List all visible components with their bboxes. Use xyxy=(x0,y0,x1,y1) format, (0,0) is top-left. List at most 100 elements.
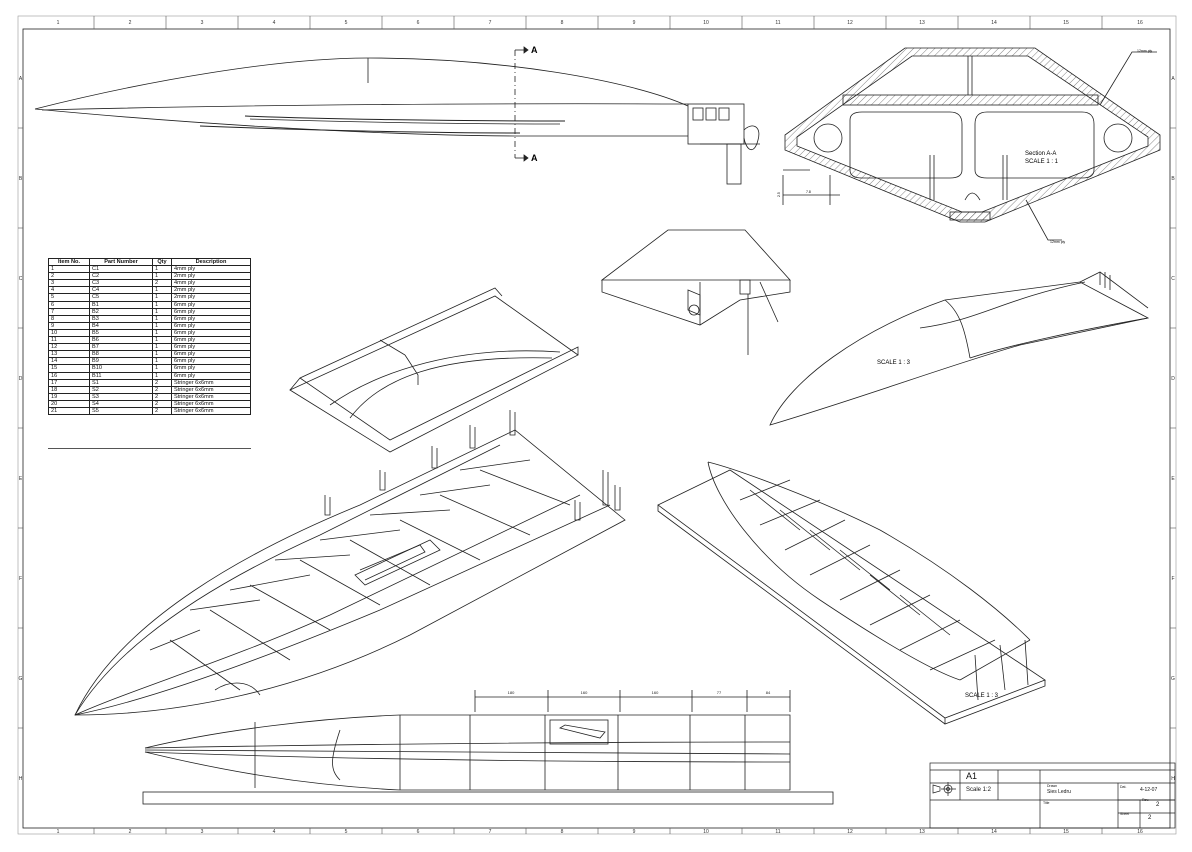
bom-cell-part-number: S3 xyxy=(89,392,153,401)
bom-header-qty: Qty xyxy=(152,258,172,267)
section-dim-vertical: 2.5 xyxy=(777,192,781,197)
section-marker-top: A xyxy=(531,45,538,55)
dimension-label: 160 xyxy=(652,690,659,695)
rev-value: 2 xyxy=(1156,802,1160,808)
bom-cell-item-no: 4 xyxy=(48,286,90,295)
drawn-by: Sies Ledru xyxy=(1047,789,1071,795)
hull-frame-view xyxy=(74,410,626,716)
zone-number-label: 2 xyxy=(129,20,132,26)
zone-number-label: 12 xyxy=(847,829,853,835)
deck-iso-view xyxy=(769,271,1150,426)
zone-letter-label: G xyxy=(1171,676,1175,682)
bom-cell-qty: 2 xyxy=(152,406,172,416)
bom-cell-qty: 2 xyxy=(152,385,172,394)
bom-cell-part-number: B10 xyxy=(89,364,153,373)
deck-rear-view xyxy=(600,229,791,355)
bom-cell-qty: 2 xyxy=(152,392,172,401)
bom-cell-part-number: S5 xyxy=(89,406,153,416)
bom-cell-qty: 1 xyxy=(152,328,172,338)
zone-number-label: 14 xyxy=(991,20,997,26)
title-label: Title xyxy=(1043,801,1050,805)
bom-cell-description: 6mm ply xyxy=(171,343,251,352)
bom-cell-part-number: B3 xyxy=(89,314,153,323)
zone-letter-label: F xyxy=(19,576,22,582)
bom-cell-qty: 1 xyxy=(152,321,172,330)
bom-cell-item-no: 1 xyxy=(48,265,90,274)
section-dim-horizontal: 7.8 xyxy=(806,190,811,194)
rev-label: Rev. xyxy=(1142,798,1149,802)
bom-cell-part-number: B9 xyxy=(89,357,153,366)
zone-number-label: 10 xyxy=(703,20,709,26)
zone-letter-label: A xyxy=(19,76,23,82)
frame-iso-scale: SCALE 1 : 3 xyxy=(965,693,999,699)
bom-cell-description: 6mm ply xyxy=(171,336,251,345)
zone-letter-label: C xyxy=(19,276,23,282)
zone-number-label: 12 xyxy=(847,20,853,26)
bom-cell-part-number: B1 xyxy=(89,300,153,309)
bom-cell-description: 6mm ply xyxy=(171,364,251,373)
bom-cell-item-no: 16 xyxy=(48,371,90,380)
bom-cell-qty: 1 xyxy=(152,371,172,380)
zone-letter-label: D xyxy=(1171,376,1175,382)
bom-header-item: Item No. xyxy=(48,258,90,267)
zone-number-label: 10 xyxy=(703,829,709,835)
zone-number-label: 16 xyxy=(1137,829,1143,835)
zone-number-label: 3 xyxy=(201,20,204,26)
frame-on-building-board-view xyxy=(657,461,1046,725)
zone-number-label: 3 xyxy=(201,829,204,835)
dimension-label: 84 xyxy=(766,690,771,695)
zone-number-label: 9 xyxy=(633,829,636,835)
bom-cell-item-no: 12 xyxy=(48,343,90,352)
bom-cell-part-number: S1 xyxy=(89,378,153,387)
bom-cell-qty: 1 xyxy=(152,350,172,359)
section-title: Section A-A xyxy=(1025,151,1056,157)
bom-cell-description: 2mm ply xyxy=(171,293,251,302)
zone-letter-label: A xyxy=(1171,76,1175,82)
bom-cell-qty: 1 xyxy=(152,364,172,373)
zone-number-label: 7 xyxy=(489,829,492,835)
drawing-border xyxy=(22,28,1171,829)
bom-cell-part-number: B6 xyxy=(89,336,153,345)
bom-header-part: Part Number xyxy=(89,258,153,267)
zone-number-label: 8 xyxy=(561,20,564,26)
zone-letter-label: E xyxy=(19,476,23,482)
zone-letter-label: G xyxy=(19,676,23,682)
bom-cell-item-no: 3 xyxy=(48,279,90,288)
bom-cell-description: 6mm ply xyxy=(171,300,251,309)
bom-cell-qty: 1 xyxy=(152,293,172,302)
bom-cell-item-no: 18 xyxy=(48,385,90,394)
zone-letter-label: H xyxy=(1171,776,1175,782)
bom-cell-qty: 2 xyxy=(152,399,172,408)
bom-cell-qty: 1 xyxy=(152,314,172,323)
bom-cell-item-no: 14 xyxy=(48,357,90,366)
zone-letter-label: D xyxy=(19,376,23,382)
bom-cell-part-number: B7 xyxy=(89,343,153,352)
zone-letter-label: B xyxy=(19,176,23,182)
bom-cell-description: Stringer 6x6mm xyxy=(171,392,251,401)
bom-cell-description: 6mm ply xyxy=(171,350,251,359)
bom-cell-description: 6mm ply xyxy=(171,307,251,316)
zone-number-label: 4 xyxy=(273,829,276,835)
bom-cell-qty: 1 xyxy=(152,336,172,345)
bom-cell-part-number: B8 xyxy=(89,350,153,359)
bom-cell-description: 6mm ply xyxy=(171,321,251,330)
zone-number-label: 6 xyxy=(417,20,420,26)
bom-cell-qty: 2 xyxy=(152,279,172,288)
bom-cell-qty: 1 xyxy=(152,272,172,281)
section-marker-bottom: A xyxy=(531,153,538,163)
bottom-side-view xyxy=(142,690,834,805)
title-block xyxy=(929,762,1176,829)
section-a-a-view xyxy=(782,47,1161,241)
zone-number-label: 5 xyxy=(345,20,348,26)
zone-letter-label: H xyxy=(19,776,23,782)
bom-cell-part-number: C2 xyxy=(89,272,153,281)
